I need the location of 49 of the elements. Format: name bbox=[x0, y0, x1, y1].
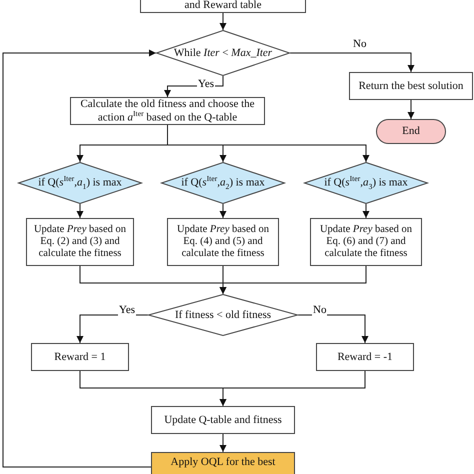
arrow bbox=[220, 12, 226, 30]
process-box bbox=[26, 218, 134, 266]
process-box bbox=[140, 0, 306, 13]
arrow bbox=[76, 204, 84, 218]
edge-label: Yes bbox=[197, 78, 216, 90]
arrow bbox=[362, 204, 370, 218]
arrow bbox=[298, 314, 368, 344]
box-text: Reward = 1 bbox=[53, 350, 107, 364]
box-text: if Q(s$^{Iter}$,a$_{3}$) is max bbox=[323, 174, 409, 192]
box-text: While Iter < Max_Iter bbox=[172, 46, 274, 60]
box-text: and Reward table bbox=[184, 0, 262, 12]
process-box bbox=[151, 406, 295, 434]
process-box bbox=[316, 343, 414, 371]
process-box bbox=[31, 343, 129, 371]
box-text: Update Q-table and fitness bbox=[163, 414, 283, 426]
arrow bbox=[164, 76, 224, 98]
arrow bbox=[220, 204, 226, 218]
arrow bbox=[220, 434, 226, 452]
decision-diamond bbox=[18, 162, 142, 204]
decision-diamond bbox=[304, 162, 428, 204]
arrow bbox=[167, 124, 370, 162]
box-text: Apply OQL for the best bbox=[170, 456, 276, 469]
process-box bbox=[167, 218, 279, 266]
process-box bbox=[349, 72, 473, 100]
edge-label: No bbox=[352, 38, 368, 50]
decision-diamond bbox=[148, 294, 298, 336]
arrow bbox=[2, 50, 156, 468]
end-terminal bbox=[376, 119, 446, 144]
arrow bbox=[290, 52, 414, 72]
decision-diamond bbox=[161, 162, 285, 204]
decision-diamond bbox=[156, 30, 290, 76]
box-text: End bbox=[401, 125, 421, 138]
arrow bbox=[408, 100, 414, 120]
box-text: If fitness < old fitness bbox=[174, 308, 272, 322]
arrow bbox=[220, 266, 366, 294]
arrow bbox=[220, 370, 366, 406]
process-box bbox=[151, 452, 295, 474]
edge-label: No bbox=[312, 304, 328, 316]
box-text: Calculate the old fitness and choose the action a$^{Iter}$ based on the Q-table bbox=[79, 98, 256, 124]
box-text: Update Prey based on Eq. (6) and (7) and calculate the fitness bbox=[318, 224, 414, 260]
box-text: Reward = -1 bbox=[336, 350, 394, 364]
box-text: Update Prey based on Eq. (4) and (5) and calculate the fitness bbox=[176, 224, 270, 260]
edge-label: Yes bbox=[118, 304, 136, 316]
process-box bbox=[310, 218, 422, 266]
arrow bbox=[76, 314, 148, 344]
box-text: if Q(s$^{Iter}$,a$_{1}$) is max bbox=[37, 174, 123, 192]
box-text: if Q(s$^{Iter}$,a$_{2}$) is max bbox=[180, 174, 266, 192]
box-text: Update Prey based on Eq. (2) and (3) and calculate the fitness bbox=[32, 224, 128, 260]
box-text: Return the best solution bbox=[358, 80, 464, 92]
